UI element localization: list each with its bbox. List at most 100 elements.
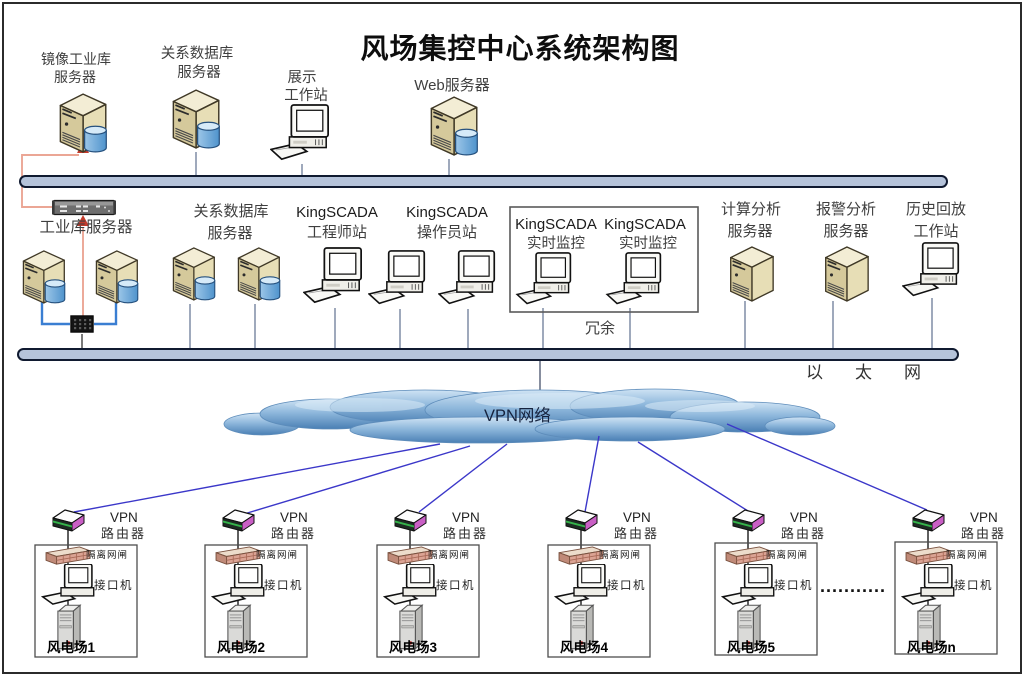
interface-pc-label: 接口机 xyxy=(94,580,133,592)
industrial-rack-icon xyxy=(52,199,116,216)
realtime-station-2-label-2: 实时监控 xyxy=(619,236,677,252)
vpn-cloud-label: VPN网络 xyxy=(484,407,551,425)
top-bus-links xyxy=(195,152,450,176)
operator-station-icon xyxy=(368,250,426,305)
mirror-db-server-label-2: 服务器 xyxy=(54,69,96,85)
vpn-links xyxy=(73,423,928,515)
vpn-router-label-1: VPN xyxy=(452,510,480,525)
operator-station-icon xyxy=(438,250,496,305)
interface-pc-icon xyxy=(722,564,775,605)
relational-db-server-icon xyxy=(173,90,219,148)
web-server-icon xyxy=(431,97,477,155)
vpn-router-label-1: VPN xyxy=(110,510,138,525)
ellipsis-more-farms: ........... xyxy=(820,576,887,596)
mirror-db-server-icon xyxy=(60,94,106,152)
industrial-db-server-label: 工业库服务器 xyxy=(39,219,133,236)
compute-server-icon xyxy=(729,246,774,302)
compute-server-label-1: 计算分析 xyxy=(720,201,781,218)
ethernet-label: 以太网 xyxy=(806,363,953,382)
history-workstation-label-1: 历史回放 xyxy=(905,201,966,218)
switch-icon xyxy=(70,315,94,333)
isolation-gateway-icon xyxy=(725,546,771,565)
vpn-router-label-1: VPN xyxy=(970,510,998,525)
compute-server-label-2: 服务器 xyxy=(727,223,773,240)
vpn-router-icon xyxy=(732,509,765,532)
switch-links xyxy=(40,299,118,349)
display-workstation-icon xyxy=(270,104,330,161)
operator-station-label-2: 操作员站 xyxy=(416,224,477,241)
industrial-db-server-icon xyxy=(23,251,64,303)
engineer-station-label-2: 工程师站 xyxy=(306,224,367,241)
vpn-router-icon xyxy=(52,509,85,532)
vpn-router-label-2: 路由器 xyxy=(101,526,147,541)
farm-name: 风电场4 xyxy=(560,640,609,655)
ethernet-bus-main xyxy=(17,348,959,361)
ethernet-bus-top xyxy=(19,175,948,188)
vpn-router-label-2: 路由器 xyxy=(271,526,317,541)
vpn-router-label-2: 路由器 xyxy=(961,526,1007,541)
isolation-gateway-label: 隔离网闸 xyxy=(946,550,989,561)
diagram-title: 风场集控中心系统架构图 xyxy=(360,33,680,64)
isolation-gateway-label: 隔离网闸 xyxy=(256,550,299,561)
farm-name: 风电场n xyxy=(907,640,956,655)
isolation-gateway-icon xyxy=(558,546,604,565)
interface-pc-label: 接口机 xyxy=(774,580,813,592)
interface-pc-label: 接口机 xyxy=(954,580,993,592)
farm-name: 风电场3 xyxy=(389,640,438,655)
farm-name: 风电场5 xyxy=(727,640,776,655)
interface-pc-label: 接口机 xyxy=(264,580,303,592)
isolation-gateway-icon xyxy=(45,546,91,565)
vpn-router-label-1: VPN xyxy=(623,510,651,525)
vpn-router-label-2: 路由器 xyxy=(781,526,827,541)
vpn-router-icon xyxy=(394,509,427,532)
relational-db-server-top-label-2: 服务器 xyxy=(177,65,221,81)
realtime-station-icon xyxy=(606,252,662,305)
vpn-router-label-2: 路由器 xyxy=(614,526,660,541)
web-server-label: Web服务器 xyxy=(414,77,490,94)
display-workstation-label-1: 展示 xyxy=(287,70,317,86)
vpn-router-icon xyxy=(912,509,945,532)
interface-pc-label: 接口机 xyxy=(436,580,475,592)
relational-db-server-icon xyxy=(173,248,214,300)
vpn-router-label-1: VPN xyxy=(790,510,818,525)
vpn-router-label-1: VPN xyxy=(280,510,308,525)
relational-db-server-icon xyxy=(238,248,279,300)
engineer-station-label-1: KingSCADA xyxy=(296,204,378,221)
vpn-router-icon xyxy=(222,509,255,532)
alarm-server-icon xyxy=(824,246,869,302)
isolation-gateway-icon xyxy=(387,546,433,565)
alarm-server-label-1: 报警分析 xyxy=(815,201,876,218)
realtime-station-1-label-1: KingSCADA xyxy=(515,216,597,233)
realtime-station-1-label-2: 实时监控 xyxy=(527,236,585,252)
farm-boxes xyxy=(34,541,998,658)
isolation-gateway-icon xyxy=(215,546,261,565)
realtime-station-2-label-1: KingSCADA xyxy=(604,216,686,233)
alarm-server-label-2: 服务器 xyxy=(823,223,869,240)
interface-pc-icon xyxy=(902,564,955,605)
isolation-gateway-label: 隔离网闸 xyxy=(428,550,471,561)
display-workstation-label-2: 工作站 xyxy=(284,88,328,104)
history-workstation-icon xyxy=(902,242,960,297)
relational-db-server-mid-label-2: 服务器 xyxy=(207,225,253,242)
interface-pc-icon xyxy=(555,564,608,605)
vpn-cloud xyxy=(223,388,836,444)
operator-station-label-1: KingSCADA xyxy=(406,204,488,221)
farm-name: 风电场1 xyxy=(47,640,96,655)
redundancy-label: 冗余 xyxy=(584,320,615,337)
isolation-gateway-label: 隔离网闸 xyxy=(599,550,642,561)
isolation-gateway-label: 隔离网闸 xyxy=(86,550,129,561)
relational-db-server-top-label-1: 关系数据库 xyxy=(160,46,234,62)
vpn-router-icon xyxy=(565,509,598,532)
redundancy-box xyxy=(509,206,699,313)
interface-pc-label: 接口机 xyxy=(607,580,646,592)
red-arrow-icon xyxy=(77,215,89,226)
isolation-gateway-icon xyxy=(905,546,951,565)
interface-pc-icon xyxy=(384,564,437,605)
engineer-station-icon xyxy=(303,247,363,304)
history-workstation-label-2: 工作站 xyxy=(913,223,959,240)
vpn-router-label-2: 路由器 xyxy=(443,526,489,541)
industrial-db-server-icon xyxy=(96,251,137,303)
isolation-gateway-label: 隔离网闸 xyxy=(766,550,809,561)
